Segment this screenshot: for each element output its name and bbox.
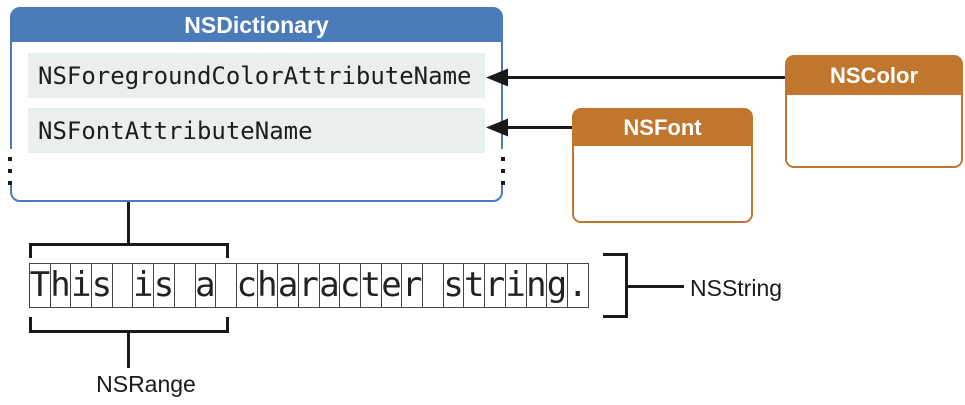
character-cell: i: [504, 263, 527, 308]
character-cell: c: [235, 263, 258, 308]
border-break-left: [8, 149, 15, 185]
character-cell: c: [339, 263, 361, 308]
nscolor-body: [787, 97, 961, 166]
character-cell: [215, 263, 237, 308]
ellipsis-dots-left: [8, 181, 12, 185]
nscolor-title: NSColor: [787, 57, 961, 97]
character-cell: r: [297, 263, 320, 308]
ellipsis-dots-right: [501, 157, 505, 161]
range-bracket-bottom: [29, 317, 229, 333]
arrow-nscolor-to-dictionary: [486, 68, 785, 87]
character-cell: t: [360, 263, 382, 308]
character-cell: T: [29, 263, 51, 308]
dictionary-key-foreground-color: NSForegroundColorAttributeName: [28, 53, 485, 98]
range-bracket-top: [29, 243, 229, 258]
character-cell: a: [318, 263, 341, 308]
character-cell: .: [566, 263, 589, 308]
nscolor-box: NSColor: [785, 55, 963, 168]
character-cell: [173, 263, 196, 308]
character-cell: e: [380, 263, 403, 308]
character-cell: [111, 263, 134, 308]
character-cell: h: [256, 263, 279, 308]
ellipsis-dots-right: [501, 181, 505, 185]
character-cell: h: [49, 263, 72, 308]
character-cell: r: [401, 263, 424, 308]
nsfont-box: NSFont: [572, 108, 753, 223]
nsstring-label: NSString: [690, 275, 783, 301]
nsstring-bracket: [603, 253, 628, 318]
character-cell: g: [546, 263, 568, 308]
character-cell: a: [277, 263, 299, 308]
character-cell: i: [132, 263, 155, 308]
ellipsis-dots-left: [8, 157, 12, 161]
nsfont-title: NSFont: [574, 110, 751, 148]
character-cell: s: [442, 263, 465, 308]
character-cell: s: [91, 263, 113, 308]
character-cell: r: [484, 263, 506, 308]
character-cell: [422, 263, 444, 308]
ellipsis-dots-left: [8, 169, 12, 173]
nsrange-label: NSRange: [96, 371, 196, 397]
dictionary-key-font: NSFontAttributeName: [28, 108, 485, 153]
character-cell: t: [463, 263, 486, 308]
nsdictionary-box: NSDictionary NSForegroundColorAttributeN…: [10, 7, 503, 202]
character-cell: s: [153, 263, 175, 308]
ellipsis-dots-right: [501, 169, 505, 173]
nsfont-body: [574, 148, 751, 221]
character-cell: i: [70, 263, 93, 308]
border-break-right: [499, 149, 506, 185]
character-cell: n: [525, 263, 548, 308]
nsdictionary-title: NSDictionary: [12, 9, 501, 44]
character-cell: a: [194, 263, 217, 308]
